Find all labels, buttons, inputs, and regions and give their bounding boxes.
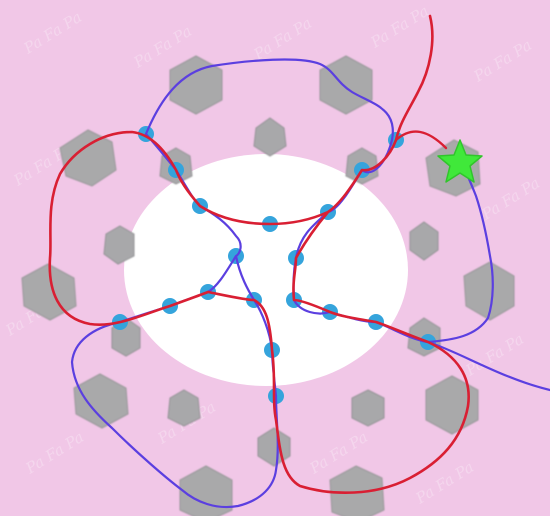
small-gem-obstacle (104, 226, 134, 264)
large-hexagon-obstacle (180, 466, 232, 516)
watermark-text: Pa Fa Pa (20, 8, 85, 58)
small-gem-obstacle (258, 428, 290, 466)
large-hexagon-obstacle (320, 56, 372, 114)
large-hexagon-obstacle (74, 374, 128, 428)
large-hexagon-obstacle (426, 376, 478, 434)
watermark-text: Pa Fa Pa (462, 330, 527, 380)
watermark-text: Pa Fa Pa (412, 458, 477, 508)
small-gem-obstacle (168, 390, 200, 426)
watermark-text: Pa Fa Pa (470, 36, 535, 86)
watermark-text: Pa Fa Pa (478, 174, 543, 224)
watermark-text: Pa Fa Pa (367, 2, 432, 52)
watermark-text: Pa Fa Pa (22, 428, 87, 478)
watermark-text: Pa Fa Pa (250, 14, 315, 64)
small-gem-obstacle (352, 390, 384, 426)
small-gem-obstacle (410, 222, 438, 260)
large-hexagon-obstacle (60, 130, 116, 186)
small-gem-obstacle (254, 118, 286, 156)
